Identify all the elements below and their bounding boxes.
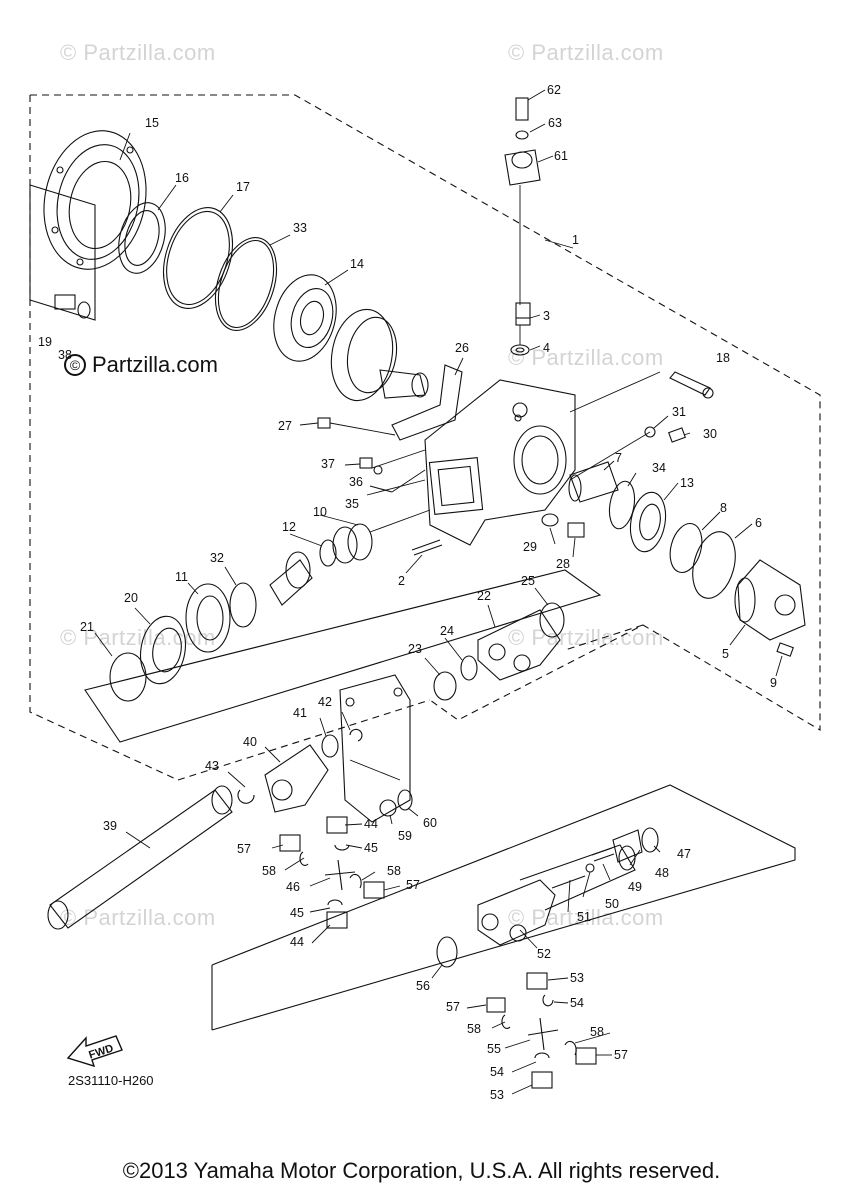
watermark: © Partzilla.com xyxy=(508,625,664,650)
callout-12: 12 xyxy=(282,520,296,534)
callout-8: 8 xyxy=(720,501,727,515)
callout-20: 20 xyxy=(124,591,138,605)
watermark: © Partzilla.com xyxy=(508,40,664,65)
callout-55: 55 xyxy=(487,1042,501,1056)
callout-41: 41 xyxy=(293,706,307,720)
callout-3: 3 xyxy=(543,309,550,323)
callout-32: 32 xyxy=(210,551,224,565)
watermark: © Partzilla.com xyxy=(60,905,216,930)
callout-29: 29 xyxy=(523,540,537,554)
callout-44-a: 44 xyxy=(364,817,378,831)
callout-33: 33 xyxy=(293,221,307,235)
copyright-notice: ©2013 Yamaha Motor Corporation, U.S.A. A… xyxy=(122,1158,721,1183)
callout-23: 23 xyxy=(408,642,422,656)
callout-63: 63 xyxy=(548,116,562,130)
callout-13: 13 xyxy=(680,476,694,490)
callout-6: 6 xyxy=(755,516,762,530)
callout-51: 51 xyxy=(577,910,591,924)
callout-28: 28 xyxy=(556,557,570,571)
callout-17: 17 xyxy=(236,180,250,194)
callout-46: 46 xyxy=(286,880,300,894)
callout-58-d: 58 xyxy=(590,1025,604,1039)
callout-44-b: 44 xyxy=(290,935,304,949)
callout-10: 10 xyxy=(313,505,327,519)
callout-7: 7 xyxy=(615,451,622,465)
callout-45-a: 45 xyxy=(364,841,378,855)
watermark: © Partzilla.com xyxy=(508,345,664,370)
callout-57-b: 57 xyxy=(406,878,420,892)
callout-19: 19 xyxy=(38,335,52,349)
callout-35: 35 xyxy=(345,497,359,511)
callout-54-b: 54 xyxy=(490,1065,504,1079)
callout-62: 62 xyxy=(547,83,561,97)
callout-26: 26 xyxy=(455,341,469,355)
callout-1: 1 xyxy=(572,233,579,247)
callout-58-b: 58 xyxy=(387,864,401,878)
callout-31: 31 xyxy=(672,405,686,419)
callout-4: 4 xyxy=(543,341,550,355)
ring-gear xyxy=(330,308,429,402)
partzilla-brand: © Partzilla.com xyxy=(64,352,218,378)
diagram-code: 2S31110-H260 xyxy=(68,1073,154,1088)
callout-48: 48 xyxy=(655,866,669,880)
callout-21: 21 xyxy=(80,620,94,634)
callout-50: 50 xyxy=(605,897,619,911)
callout-57-a: 57 xyxy=(237,842,251,856)
callout-47: 47 xyxy=(677,847,691,861)
fwd-arrow-icon: FWD xyxy=(66,1035,123,1068)
callout-5: 5 xyxy=(722,647,729,661)
callout-59: 59 xyxy=(398,829,412,843)
part-15-cover xyxy=(43,130,147,270)
callout-24: 24 xyxy=(440,624,454,638)
callout-57-d: 57 xyxy=(614,1048,628,1062)
callout-labels: 1 2 3 4 5 6 7 8 9 10 11 12 13 14 15 16 1… xyxy=(38,83,777,1102)
callout-39: 39 xyxy=(103,819,117,833)
callout-53-a: 53 xyxy=(570,971,584,985)
callout-56: 56 xyxy=(416,979,430,993)
part-1-housing xyxy=(424,379,576,546)
callout-14: 14 xyxy=(350,257,364,271)
callout-9: 9 xyxy=(770,676,777,690)
callout-57-c: 57 xyxy=(446,1000,460,1014)
callout-52: 52 xyxy=(537,947,551,961)
callout-49: 49 xyxy=(628,880,642,894)
callout-27: 27 xyxy=(278,419,292,433)
callout-11: 11 xyxy=(175,570,188,584)
leader-lines xyxy=(94,89,783,1095)
watermark: © Partzilla.com xyxy=(508,905,664,930)
callout-36: 36 xyxy=(349,475,363,489)
brand-text: Partzilla.com xyxy=(92,352,218,377)
callout-2: 2 xyxy=(398,574,405,588)
callout-58-c: 58 xyxy=(467,1022,481,1036)
callout-42: 42 xyxy=(318,695,332,709)
callout-53-b: 53 xyxy=(490,1088,504,1102)
callout-25: 25 xyxy=(521,574,535,588)
callout-16: 16 xyxy=(175,171,189,185)
callout-58-a: 58 xyxy=(262,864,276,878)
callout-15: 15 xyxy=(145,116,159,130)
callout-22: 22 xyxy=(477,589,491,603)
callout-61: 61 xyxy=(554,149,568,163)
copyright-symbol: © xyxy=(64,354,86,376)
callout-34: 34 xyxy=(652,461,666,475)
callout-40: 40 xyxy=(243,735,257,749)
watermark: © Partzilla.com xyxy=(60,40,216,65)
callout-30: 30 xyxy=(703,427,717,441)
callout-54-a: 54 xyxy=(570,996,584,1010)
callout-43: 43 xyxy=(205,759,219,773)
callout-37: 37 xyxy=(321,457,335,471)
callout-45-b: 45 xyxy=(290,906,304,920)
callout-60: 60 xyxy=(423,816,437,830)
callout-18: 18 xyxy=(716,351,730,365)
assembly-boundary xyxy=(29,94,821,781)
